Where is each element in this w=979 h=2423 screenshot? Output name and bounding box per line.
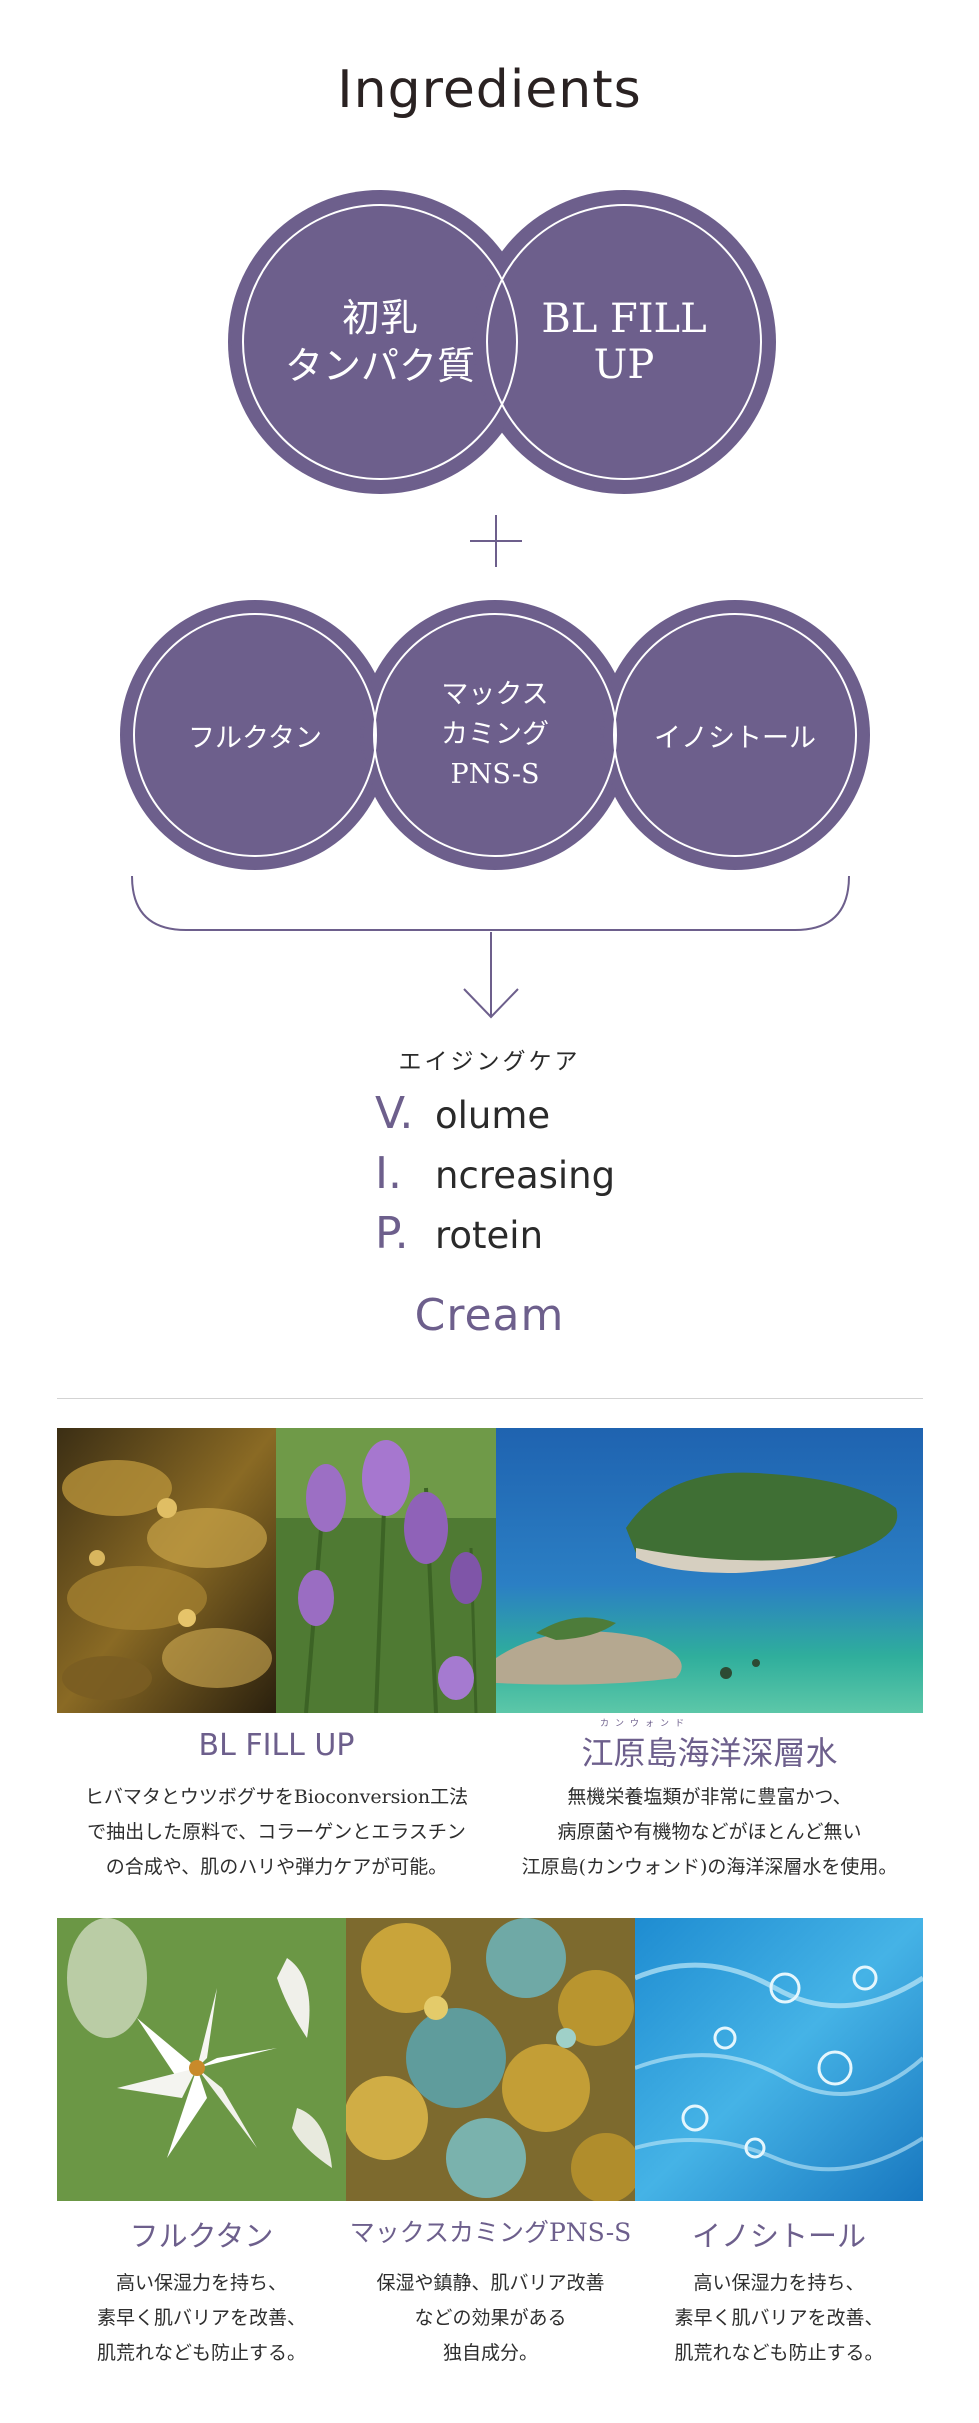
ingredient-desc-bl-fill-up: ヒバマタとウツボグサをBioconversion工法 で抽出した原料で、コラーゲ… <box>84 1786 469 1878</box>
vip-letter: I. <box>375 1148 402 1199</box>
ingredient-desc-max-calming: 保湿や鎮静、肌バリア改善 などの効果がある 独自成分。 <box>376 2272 605 2364</box>
bubble-label-colostrum-protein: 初乳 タンパク質 <box>284 296 475 388</box>
ingredient-title-max-calming: マックスカミングPNS-S <box>349 2218 632 2247</box>
ingredient-title-deep-sea-water: 江原島海洋深層水 <box>581 1734 838 1772</box>
lichen-moss-photo <box>346 1918 635 2201</box>
ingredient-desc-inositol: 高い保湿力を持ち、 素早く肌バリアを改善、 肌荒れなども防止する。 <box>674 2272 884 2364</box>
vip-word: ncreasing <box>435 1154 616 1197</box>
bubble-label-bl-fill-up: BL FILL UP <box>541 296 707 388</box>
ingredient-title-bl-fill-up: BL FILL UP <box>198 1728 355 1763</box>
ingredient-title-inositol: イノシトール <box>691 2219 866 2253</box>
vip-row-increasing: I. ncreasing <box>375 1148 615 1204</box>
bubble-ring <box>486 204 762 480</box>
page-title: Ingredients <box>337 60 642 120</box>
vip-row-protein: P. rotein <box>375 1208 543 1264</box>
product-name: Cream <box>414 1290 565 1341</box>
ingredient-desc-fructan: 高い保湿力を持ち、 素早く肌バリアを改善、 肌荒れなども防止する。 <box>96 2272 306 2364</box>
vip-word: rotein <box>435 1214 544 1257</box>
vip-word: olume <box>435 1094 551 1137</box>
self-heal-flower-photo <box>276 1428 496 1713</box>
bubble-ring <box>613 613 857 857</box>
lily-flower-photo <box>57 1918 346 2201</box>
brace-arrow-icon <box>131 875 850 1019</box>
ingredient-desc-deep-sea-water: 無機栄養塩類が非常に豊富かつ、 病原菌や有機物などがほとんど無い 江原島(カンウ… <box>521 1786 898 1878</box>
bubble-label-inositol: イノシトール <box>654 722 816 754</box>
island-sea-photo <box>496 1428 923 1713</box>
ingredient-title-fructan: フルクタン <box>129 2219 274 2253</box>
aging-care-subtitle: エイジングケア <box>398 1049 581 1075</box>
seaweed-photo <box>57 1428 276 1713</box>
vip-letter: V. <box>375 1088 414 1139</box>
plus-icon <box>470 515 522 567</box>
vip-letter: P. <box>375 1208 409 1259</box>
bubble-label-fructan: フルクタン <box>188 722 322 754</box>
vip-row-volume: V. olume <box>375 1088 550 1144</box>
ruby-reading: カンウォンド <box>599 1719 690 1729</box>
divider <box>57 1398 923 1399</box>
bubble-label-max-calming: マックス カミング PNS-S <box>441 679 549 790</box>
water-bubbles-photo <box>635 1918 923 2201</box>
